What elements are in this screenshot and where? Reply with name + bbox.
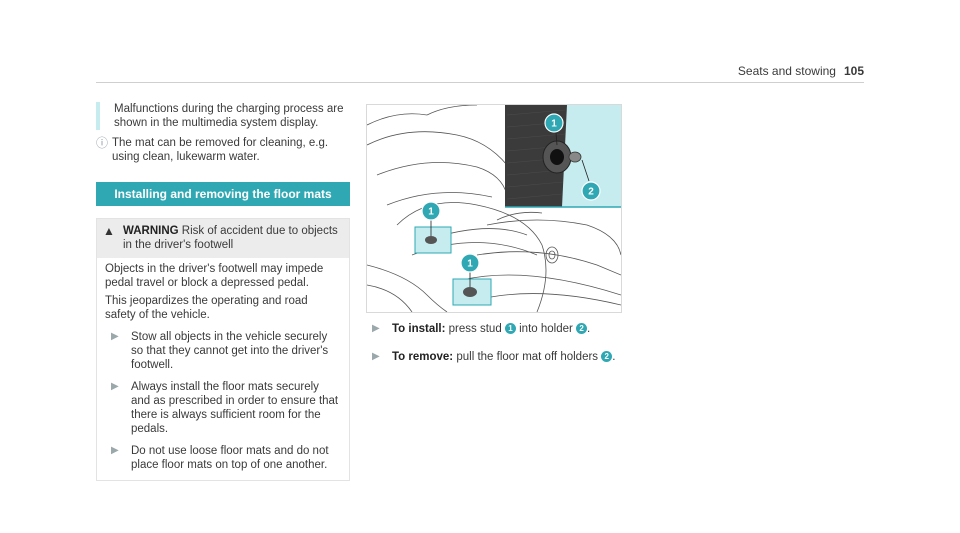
callout-label: 1 xyxy=(467,259,473,270)
callout-label: 1 xyxy=(551,119,557,130)
install-end: . xyxy=(587,323,591,335)
remove-step-text: To remove: pull the floor mat off holder… xyxy=(392,350,615,364)
running-header: Seats and stowing 105 xyxy=(738,64,864,78)
install-text-a: press stud xyxy=(448,323,502,335)
callout-label: 2 xyxy=(588,187,594,198)
section-heading: Installing and removing the floor mats xyxy=(96,182,350,206)
warning-box: ▲ WARNING Risk of accident due to object… xyxy=(96,218,350,481)
callout-badge-2: 2 xyxy=(576,323,588,334)
arrow-icon: ▶ xyxy=(372,351,380,362)
floor-mat-illustration: 1 2 1 1 xyxy=(366,104,622,313)
remove-step: ▶ To remove: pull the floor mat off hold… xyxy=(366,350,666,364)
malfunction-note: Malfunctions during the charging process… xyxy=(96,102,350,130)
warning-header: ▲ WARNING Risk of accident due to object… xyxy=(97,219,349,258)
callout-1-upper xyxy=(421,201,441,221)
warning-bullet: ▶ Do not use loose floor mats and do not… xyxy=(105,444,341,472)
warning-bullet-text: Stow all objects in the vehicle securely… xyxy=(131,331,329,371)
remove-text-a: pull the floor mat off holders xyxy=(456,351,599,363)
arrow-icon: ▶ xyxy=(111,381,119,392)
header-rule xyxy=(96,82,864,83)
floor-mat-drawing: 1 2 1 1 xyxy=(367,105,621,312)
arrow-icon: ▶ xyxy=(111,445,119,456)
warning-bullet: ▶ Stow all objects in the vehicle secure… xyxy=(105,330,341,372)
warning-body-1: Objects in the driver's footwell may imp… xyxy=(105,263,324,289)
callout-2 xyxy=(581,181,601,201)
warning-body: Objects in the driver's footwell may imp… xyxy=(97,258,349,480)
arrow-icon: ▶ xyxy=(111,331,119,342)
page-number: 105 xyxy=(843,64,864,78)
callout-badge-2: 2 xyxy=(601,351,613,362)
warning-title: Risk of accident due to objects in the d… xyxy=(123,225,338,251)
info-note: ⓘ The mat can be removed for cleaning, e… xyxy=(96,136,350,164)
callout-1-lower xyxy=(460,253,480,273)
info-note-text: The mat can be removed for cleaning, e.g… xyxy=(112,137,329,163)
info-icon: ⓘ xyxy=(96,136,109,150)
warning-bullet-text: Always install the floor mats securely a… xyxy=(131,381,339,435)
callout-badge-1: 1 xyxy=(504,323,516,334)
warning-label: WARNING xyxy=(123,225,179,237)
remove-end: . xyxy=(612,351,616,363)
install-step-text: To install: press stud 1 into holder 2. xyxy=(392,322,590,336)
install-text-b: into holder xyxy=(519,323,573,335)
instructions: ▶ To install: press stud 1 into holder 2… xyxy=(366,322,666,378)
callout-label: 1 xyxy=(428,207,434,218)
install-step: ▶ To install: press stud 1 into holder 2… xyxy=(366,322,666,336)
warning-bullet-text: Do not use loose floor mats and do not p… xyxy=(131,445,329,471)
warning-bullet: ▶ Always install the floor mats securely… xyxy=(105,380,341,436)
callout-1-inset xyxy=(544,113,564,133)
install-label: To install: xyxy=(392,323,446,335)
header-section-title: Seats and stowing xyxy=(737,64,836,78)
warning-body-2: This jeopardizes the operating and road … xyxy=(105,295,308,321)
remove-label: To remove: xyxy=(392,351,454,363)
warning-header-text: WARNING Risk of accident due to objects … xyxy=(123,224,343,252)
warning-triangle-icon: ▲ xyxy=(103,224,115,238)
left-column: Malfunctions during the charging process… xyxy=(96,102,350,481)
arrow-icon: ▶ xyxy=(372,323,380,334)
